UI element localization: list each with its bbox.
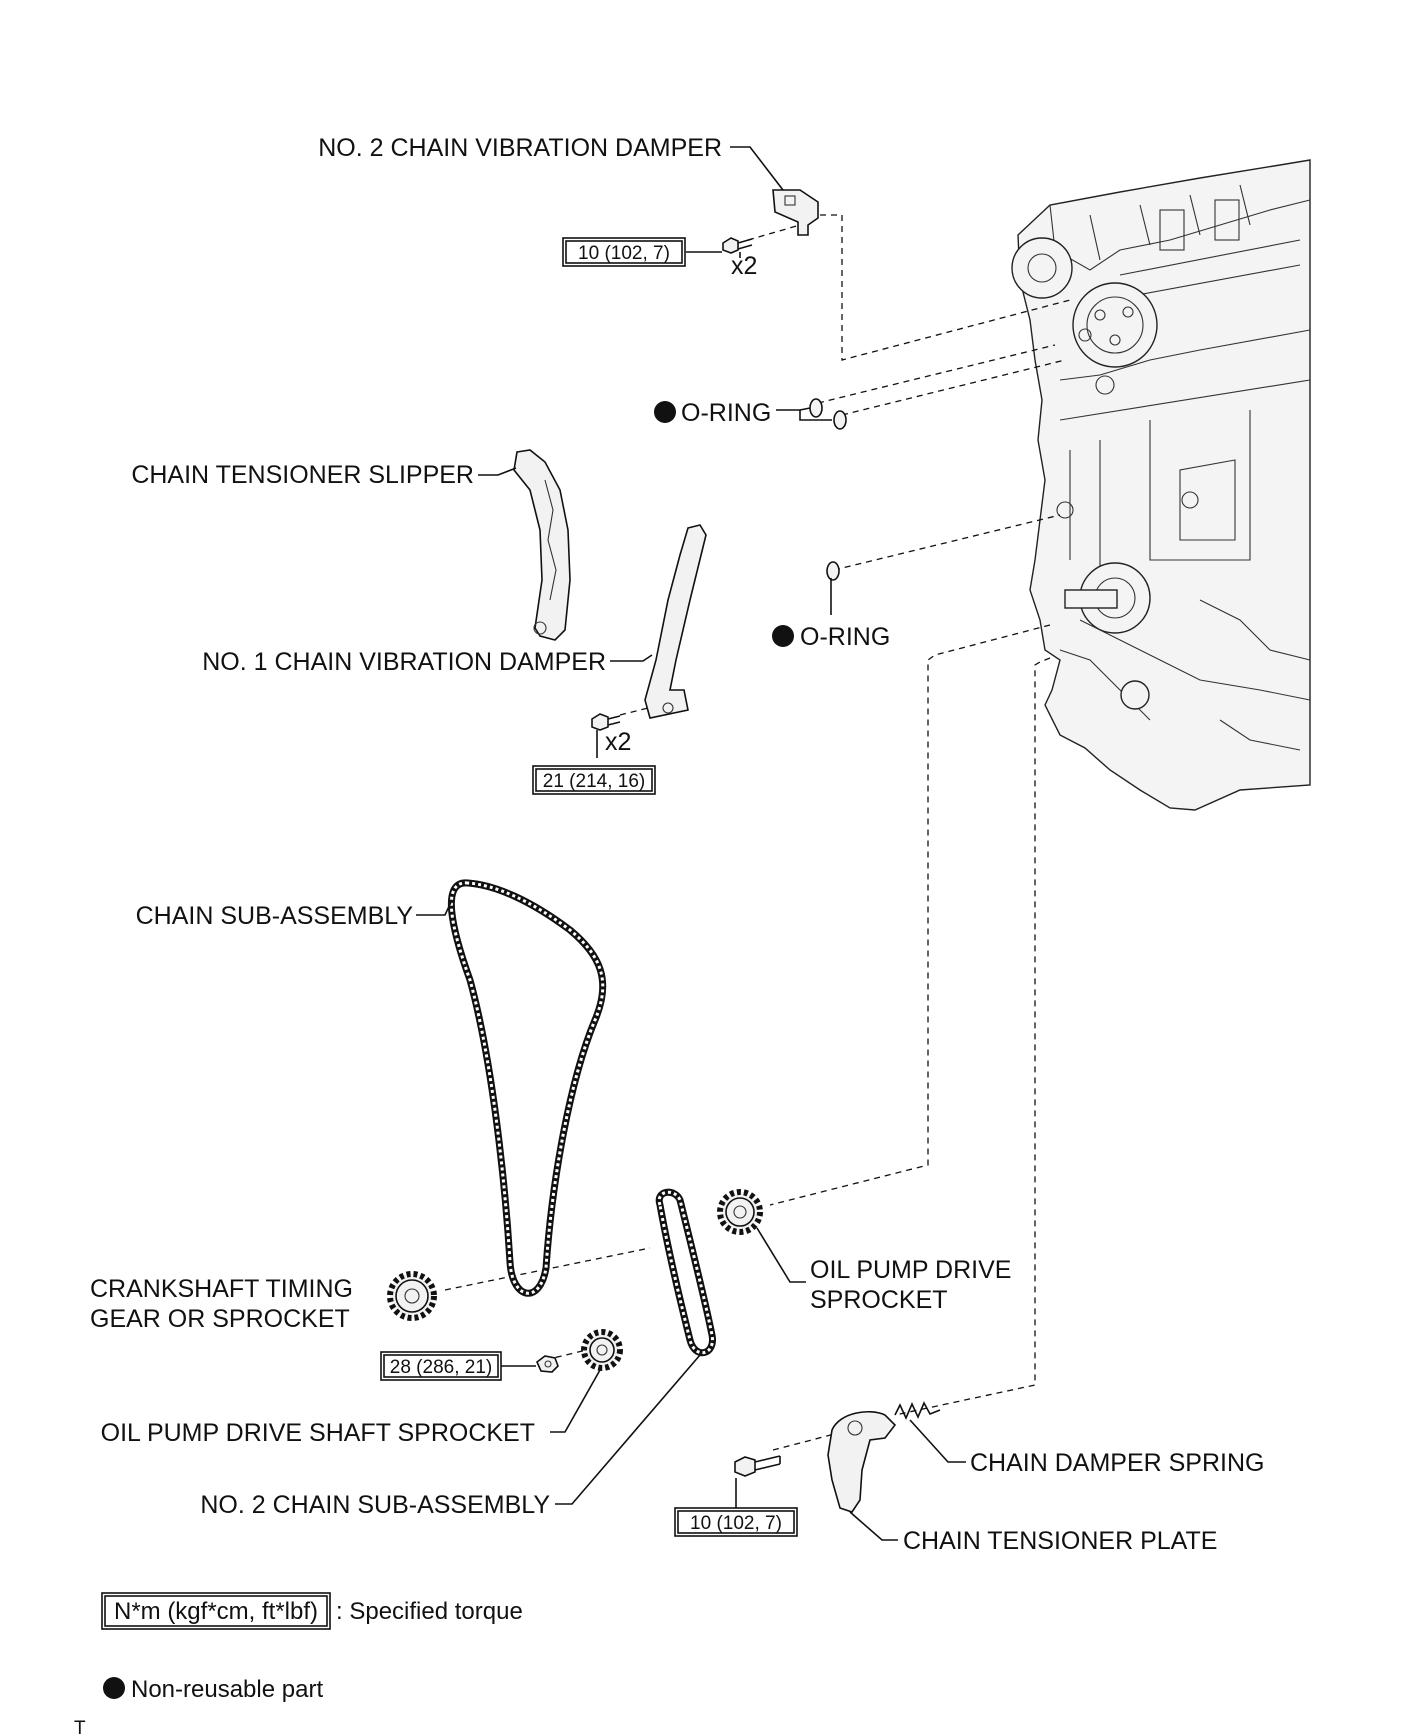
footer-mark: T <box>74 1718 86 1734</box>
label-oil-pump-drive-sprocket-line1: OIL PUMP DRIVE <box>810 1256 1011 1284</box>
crankshaft-timing-sprocket-part <box>387 1271 437 1321</box>
legend: N*m (kgf*cm, ft*lbf) : Specified torque … <box>101 1592 523 1703</box>
label-no2-chain-vibration-damper: NO. 2 CHAIN VIBRATION DAMPER <box>318 134 722 162</box>
legend-non-reusable-dot <box>103 1677 125 1699</box>
no2-chain-sub-assembly-part <box>655 1188 716 1356</box>
legend-non-reusable: Non-reusable part <box>131 1676 323 1703</box>
legend-torque-desc: : Specified torque <box>336 1598 523 1625</box>
torque-tensioner-plate-bolt: 10 (102, 7) <box>690 1513 782 1534</box>
tensioner-plate-bolt <box>734 1455 781 1477</box>
torque-no1-damper-bolt: 21 (214, 16) <box>543 771 645 792</box>
qty-no2-damper-bolts: x2 <box>731 252 757 280</box>
label-no1-chain-vibration-damper: NO. 1 CHAIN VIBRATION DAMPER <box>202 648 606 676</box>
no1-chain-vibration-damper-part <box>644 524 707 719</box>
label-no2-chain-sub-assembly: NO. 2 CHAIN SUB-ASSEMBLY <box>200 1491 550 1519</box>
no2-damper-bolt <box>722 237 753 254</box>
oil-pump-drive-shaft-sprocket-part <box>581 1329 623 1371</box>
no1-damper-bolt <box>591 713 621 731</box>
label-crankshaft-timing-line2: GEAR OR SPROCKET <box>90 1305 350 1333</box>
chain-tensioner-plate-part <box>827 1410 897 1513</box>
non-reusable-mark-upper-o-ring <box>654 401 676 423</box>
upper-o-rings-part <box>809 398 847 430</box>
oil-pump-shaft-nut <box>536 1355 559 1373</box>
label-chain-tensioner-plate: CHAIN TENSIONER PLATE <box>903 1527 1217 1555</box>
legend-torque-unit: N*m (kgf*cm, ft*lbf) <box>114 1598 318 1625</box>
lower-o-ring-part <box>826 561 840 581</box>
chain-damper-spring-part <box>894 1401 941 1420</box>
engine-block-illustration <box>1011 159 1311 811</box>
label-o-ring-upper: O-RING <box>681 399 771 427</box>
label-crankshaft-timing-line1: CRANKSHAFT TIMING <box>90 1275 353 1303</box>
non-reusable-mark-lower-o-ring <box>772 625 794 647</box>
label-o-ring-lower: O-RING <box>800 623 890 651</box>
leader-lines <box>416 146 966 1541</box>
chain-sub-assembly-part <box>447 879 607 1297</box>
label-chain-damper-spring: CHAIN DAMPER SPRING <box>970 1449 1264 1477</box>
torque-oil-pump-shaft-nut: 28 (286, 21) <box>390 1357 492 1378</box>
torque-no2-damper-bolt: 10 (102, 7) <box>578 243 670 264</box>
label-oil-pump-drive-shaft-sprocket: OIL PUMP DRIVE SHAFT SPROCKET <box>101 1419 535 1447</box>
label-oil-pump-drive-sprocket-line2: SPROCKET <box>810 1286 948 1314</box>
oil-pump-drive-sprocket-part <box>717 1189 763 1235</box>
label-chain-sub-assembly: CHAIN SUB-ASSEMBLY <box>136 902 414 930</box>
qty-no1-damper-bolts: x2 <box>605 728 631 756</box>
no2-chain-vibration-damper-part <box>772 189 819 236</box>
label-chain-tensioner-slipper: CHAIN TENSIONER SLIPPER <box>131 461 474 489</box>
chain-tensioner-slipper-part <box>513 449 571 641</box>
